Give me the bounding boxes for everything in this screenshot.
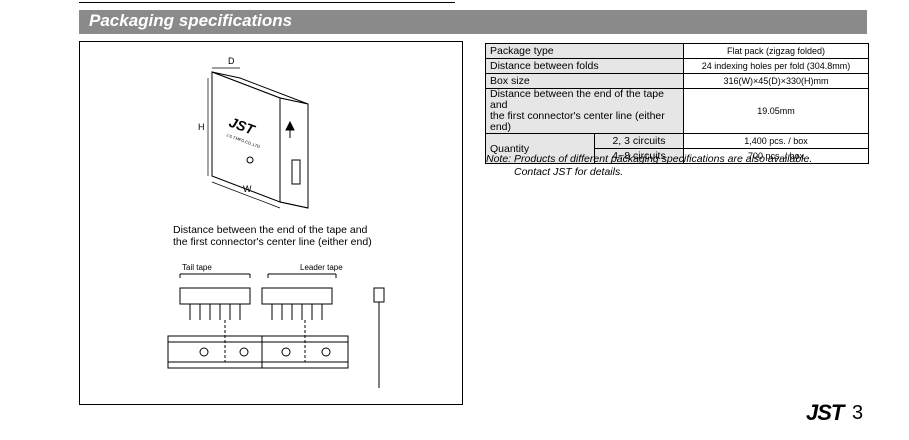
row-label: Distance between folds [485, 58, 684, 74]
table-row: Package type Flat pack (zigzag folded) [485, 43, 869, 59]
table-row: Distance between folds 24 indexing holes… [485, 58, 869, 74]
row-value: 24 indexing holes per fold (304.8mm) [683, 58, 869, 74]
table-row: Quantity 2, 3 circuits 1,400 pcs. / box [485, 133, 869, 164]
row-label-line-2: the first connector's center line (eithe… [490, 110, 665, 133]
table-row: Distance between the end of the tape and… [485, 88, 869, 134]
spec-table: Package type Flat pack (zigzag folded) D… [485, 43, 869, 164]
box-illustration [207, 67, 309, 209]
packaging-figure: D H W JST J.S.T.MFG.CO.,LTD [79, 41, 463, 405]
quantity-value-1: 1,400 pcs. / box [683, 133, 869, 149]
leader-tape-label: Leader tape [300, 263, 343, 272]
top-rule [79, 0, 455, 3]
caption-line-2: the first connector's center line (eithe… [173, 236, 372, 248]
table-row: 4~8 circuits 700 pcs. / box [486, 148, 869, 164]
row-value: 316(W)×45(D)×330(H)mm [683, 73, 869, 89]
note-line-2: Contact JST for details. [514, 166, 624, 178]
row-label: Package type [485, 43, 684, 59]
note-line-1: Note: Products of different packaging sp… [486, 153, 813, 165]
tail-tape-label: Tail tape [182, 263, 212, 272]
quantity-sub-1: 2, 3 circuits [594, 133, 684, 149]
row-label-line-1: Distance between the end of the tape and [490, 88, 664, 111]
connector-pins [189, 304, 323, 362]
dim-w-label: W [243, 184, 252, 194]
packaging-drawing: D H W JST J.S.T.MFG.CO.,LTD [167, 56, 385, 388]
row-label: Box size [485, 73, 684, 89]
row-value: Flat pack (zigzag folded) [683, 43, 869, 59]
note: Note: Products of different packaging sp… [486, 153, 812, 179]
dim-d-label: D [228, 56, 235, 66]
row-value: 19.05mm [683, 88, 869, 134]
page-number: 3 [852, 402, 864, 424]
jst-logo: JST [806, 400, 844, 425]
quantity-label: Quantity [485, 133, 595, 164]
section-title: Packaging specifications [89, 11, 293, 30]
dim-h-label: H [198, 122, 205, 132]
tape-illustration [167, 273, 385, 388]
caption-line-1: Distance between the end of the tape and [173, 224, 368, 236]
section-header: Packaging specifications [79, 10, 867, 34]
quantity-sub-2: 4~8 circuits [594, 148, 684, 164]
row-label: Distance between the end of the tape and… [485, 88, 684, 134]
quantity-value-2: 700 pcs. / box [683, 148, 869, 164]
table-row: Box size 316(W)×45(D)×330(H)mm [485, 73, 869, 89]
figure-caption: Distance between the end of the tape and… [173, 224, 372, 248]
